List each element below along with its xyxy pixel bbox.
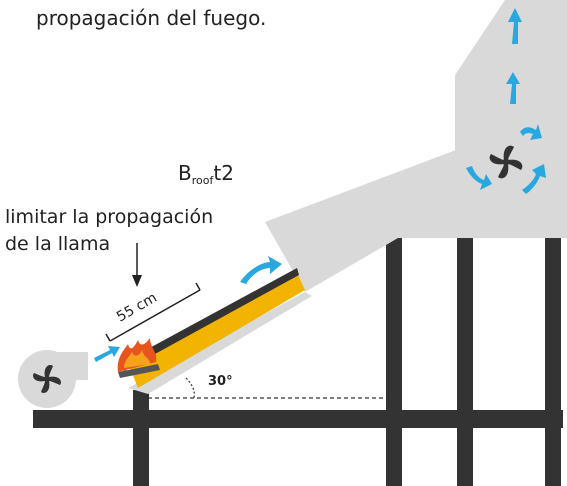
angle-label: 30°	[208, 374, 233, 389]
inlet-fan	[18, 350, 88, 408]
specimen-edge	[122, 268, 299, 371]
fan-icon	[33, 365, 61, 393]
roof-specimen	[130, 273, 305, 388]
exhaust-fan-icon	[489, 145, 523, 179]
airflow-arrow-icon	[94, 8, 546, 362]
dimension-label: 55 cm	[114, 290, 160, 326]
label-line1: limitar la propagación	[5, 206, 213, 228]
label-b: B	[178, 161, 192, 185]
exhaust-hood	[455, 0, 567, 238]
angle-arc	[185, 377, 195, 399]
caption: propagación del fuego.	[36, 6, 266, 30]
label-subscript: roof	[192, 174, 215, 187]
label-suffix: t2	[213, 161, 234, 185]
pointer-arrow	[132, 243, 142, 287]
inclined-duct	[265, 150, 456, 292]
label-main: Brooft2	[178, 161, 234, 187]
label-line2: de la llama	[5, 233, 110, 255]
support-frame	[33, 235, 563, 486]
flame-icon	[117, 338, 160, 378]
dimension-bracket	[105, 282, 201, 342]
specimen-holder	[128, 292, 312, 394]
